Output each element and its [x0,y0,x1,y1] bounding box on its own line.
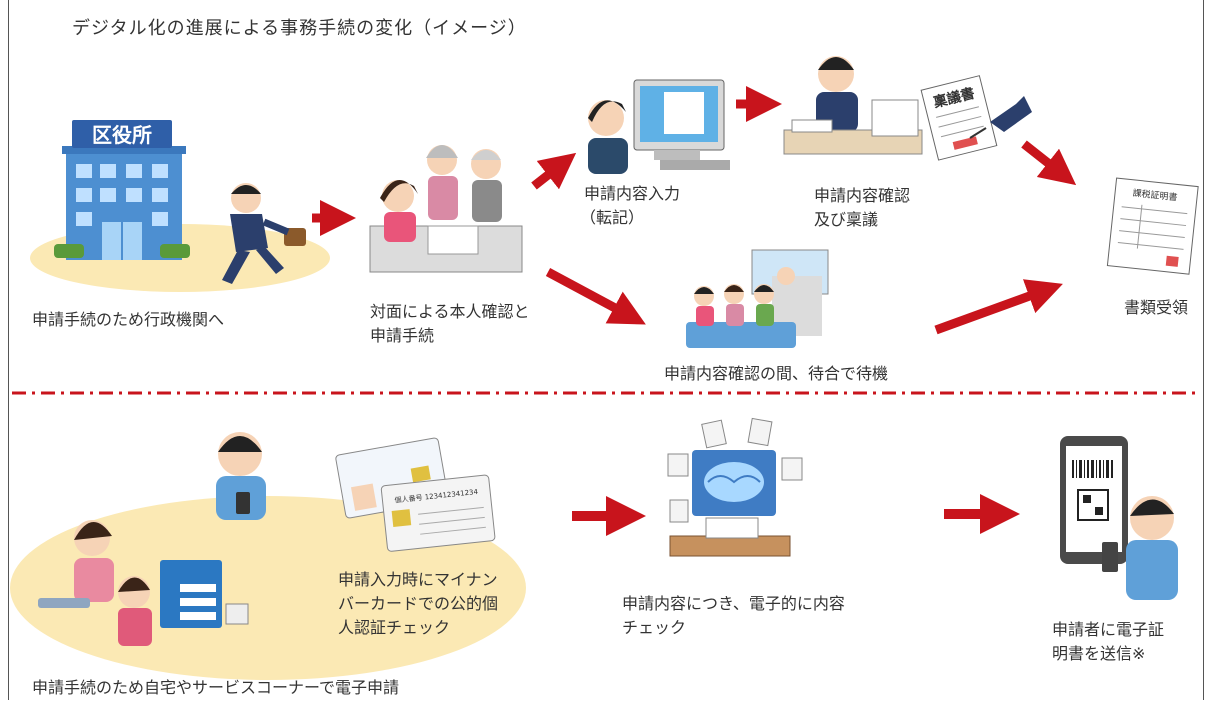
step-label-electronic-check-1: 申請内容につき、電子的に内容 [622,594,845,613]
step-label-online-application: 申請手続のため自宅やサービスコーナーで電子申請 [32,678,400,697]
family-at-computer-icon [38,520,249,646]
approval-document-icon: 稟議書 [920,75,1032,161]
flow-arrow [1021,140,1077,186]
diagram-title: デジタル化の進展による事務手続の変化（イメージ） [72,18,527,39]
my-number-card-icon: 個人番号 123412341234 [335,437,496,552]
step-label-review-1: 申請内容確認 [814,186,911,205]
certificate-document-icon: 課税証明書 [1106,177,1199,275]
step-label-data-entry-2: （転記） [580,208,645,227]
approver-icon [783,56,923,155]
step-label-receive: 書類受領 [1124,298,1189,317]
building-sign-text: 区役所 [92,123,152,147]
flow-arrow [531,152,577,190]
step-label-mynumber-1: 申請入力時にマイナン [338,570,498,589]
flow-arrow [934,279,1063,335]
smartphone-user-icon [216,432,266,520]
computer-worker-icon [588,79,730,174]
city-hall-building-icon: 区役所 [54,120,190,260]
waiting-room-icon [686,249,829,348]
counter-clerk-icon [369,145,523,273]
step-label-mynumber-3: 人認証チェック [338,618,451,637]
step-label-waiting: 申請内容確認の間、待合で待機 [664,364,889,383]
step-label-send-certificate-2: 明書を送信※ [1052,644,1146,663]
step-label-face-to-face-2: 申請手続 [370,326,435,345]
phone-certificate-icon [1060,436,1178,600]
step-label-visit-office: 申請手続のため行政機関へ [32,310,225,329]
step-label-mynumber-2: バーカードでの公的個 [338,594,499,613]
step-label-review-2: 及び稟議 [814,210,879,229]
step-label-electronic-check-2: チェック [622,618,687,637]
step-label-send-certificate-1: 申請者に電子証 [1052,620,1165,639]
step-label-data-entry-1: 申請内容入力 [584,184,681,203]
step-label-face-to-face-1: 対面による本人確認と [370,302,530,321]
running-person-icon [222,183,306,284]
flow-arrow [545,268,646,325]
diagram-frame [8,0,1204,700]
ai-brain-icon [667,417,803,557]
